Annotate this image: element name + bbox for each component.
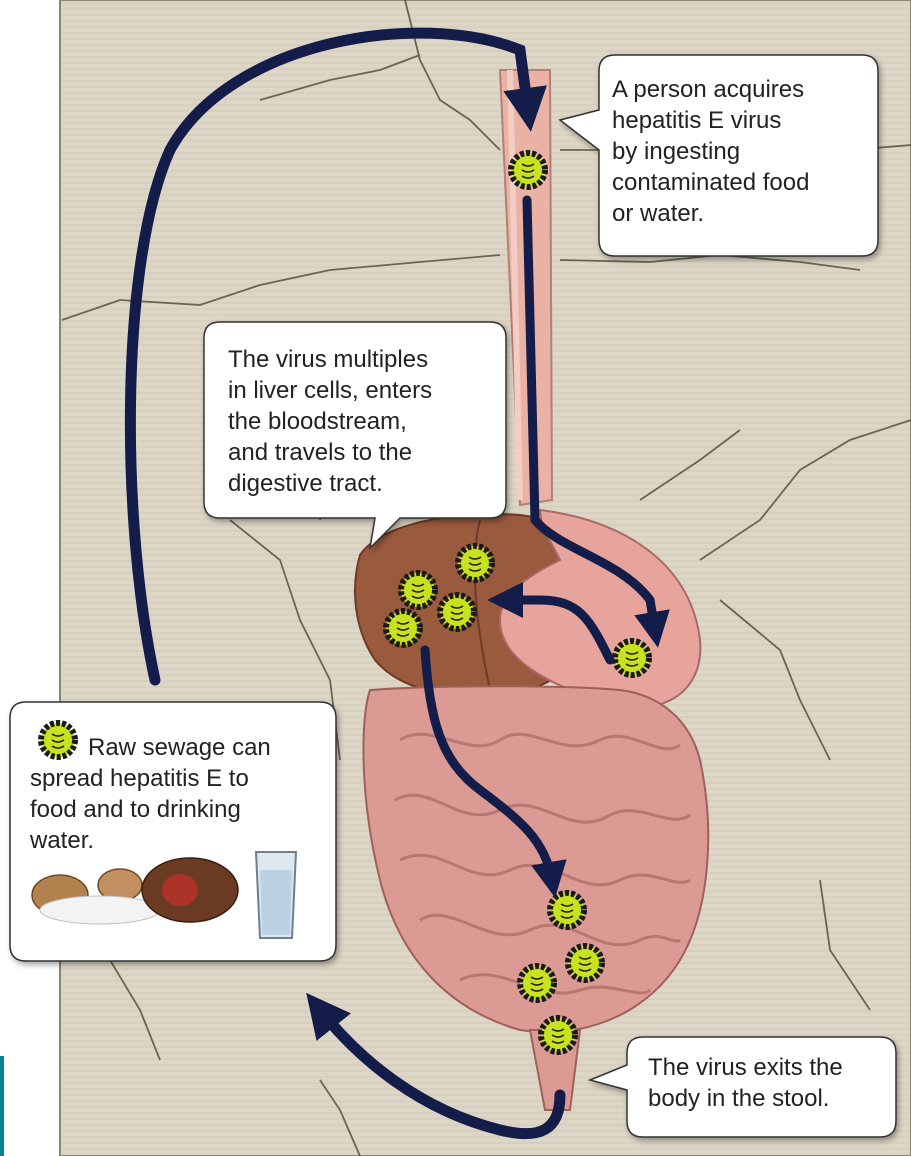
callout-exit-text: The virus exits the body in the stool. bbox=[648, 1052, 888, 1114]
callout-sewage-text: Raw sewage can spread hepatitis E to foo… bbox=[30, 732, 330, 856]
virus-particle-icon bbox=[511, 153, 545, 187]
virus-particle-icon bbox=[550, 893, 584, 927]
virus-particle-icon bbox=[458, 546, 492, 580]
water-glass-icon bbox=[256, 852, 296, 938]
virus-particle-icon bbox=[386, 611, 420, 645]
sewage-text: Raw sewage can spread hepatitis E to foo… bbox=[30, 734, 271, 854]
callout-ingest-text: A person acquires hepatitis E virus by i… bbox=[612, 74, 872, 229]
virus-particle-icon bbox=[541, 1018, 575, 1052]
virus-particle-icon bbox=[520, 966, 554, 1000]
accent-bar bbox=[0, 1056, 4, 1156]
virus-particle-icon bbox=[615, 641, 649, 675]
virus-particle-icon bbox=[401, 573, 435, 607]
virus-particle-icon bbox=[440, 595, 474, 629]
virus-particle-icon bbox=[568, 946, 602, 980]
callout-liver-text: The virus multiples in liver cells, ente… bbox=[228, 344, 498, 499]
